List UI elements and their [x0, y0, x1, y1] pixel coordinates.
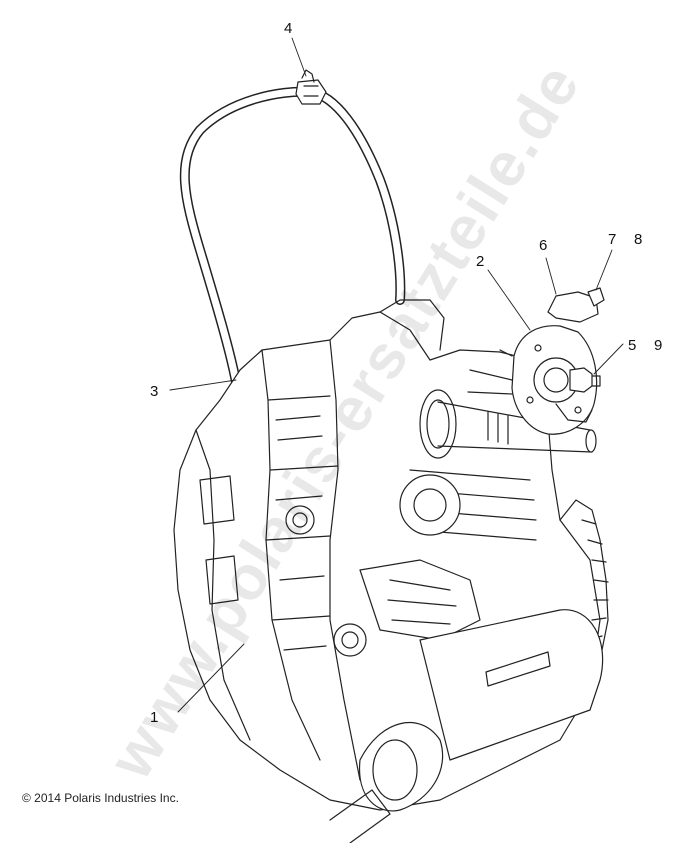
vent-hose	[179, 86, 406, 387]
callout-8: 8	[634, 231, 642, 248]
callout-labels: 1 2 3 4 5 6 7 8 9	[150, 20, 662, 726]
hose-clamp	[295, 69, 327, 105]
callout-7: 7	[608, 231, 616, 248]
actuator-plate	[467, 291, 599, 435]
shaft-boss	[419, 389, 597, 459]
callout-1: 1	[150, 709, 158, 726]
copyright-notice: © 2014 Polaris Industries Inc.	[22, 791, 179, 805]
front-cover	[329, 609, 604, 844]
callout-3: 3	[150, 383, 158, 400]
callout-2: 2	[476, 253, 484, 270]
callout-4: 4	[284, 20, 292, 37]
callout-6: 6	[539, 237, 547, 254]
cooling-fins	[359, 469, 537, 641]
leader-lines	[169, 37, 624, 713]
stud-bolt	[569, 367, 601, 393]
callout-9: 9	[654, 337, 662, 354]
callout-5: 5	[628, 337, 636, 354]
